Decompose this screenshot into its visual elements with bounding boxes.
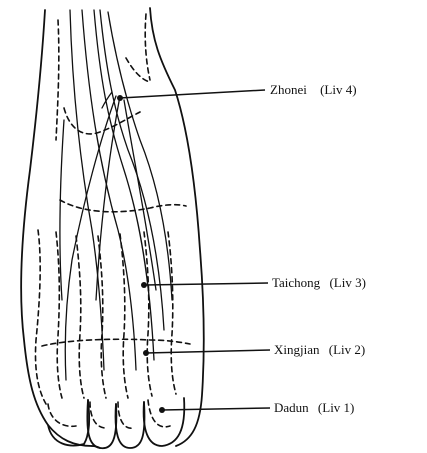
tendons xyxy=(60,10,172,380)
zhongfeng-label: Zhonei (Liv 4) xyxy=(270,82,357,97)
zhongfeng-leader-line xyxy=(120,90,265,98)
xingjian-leader-line xyxy=(146,350,270,353)
taichong-leader-line xyxy=(144,283,268,285)
bones xyxy=(35,14,190,428)
foot-outline-right xyxy=(150,8,204,446)
xingjian-label: Xingjian (Liv 2) xyxy=(274,342,365,357)
dadun-label: Dadun (Liv 1) xyxy=(274,400,354,415)
dadun-leader-line xyxy=(162,408,270,410)
taichong-label: Taichong (Liv 3) xyxy=(272,275,366,290)
